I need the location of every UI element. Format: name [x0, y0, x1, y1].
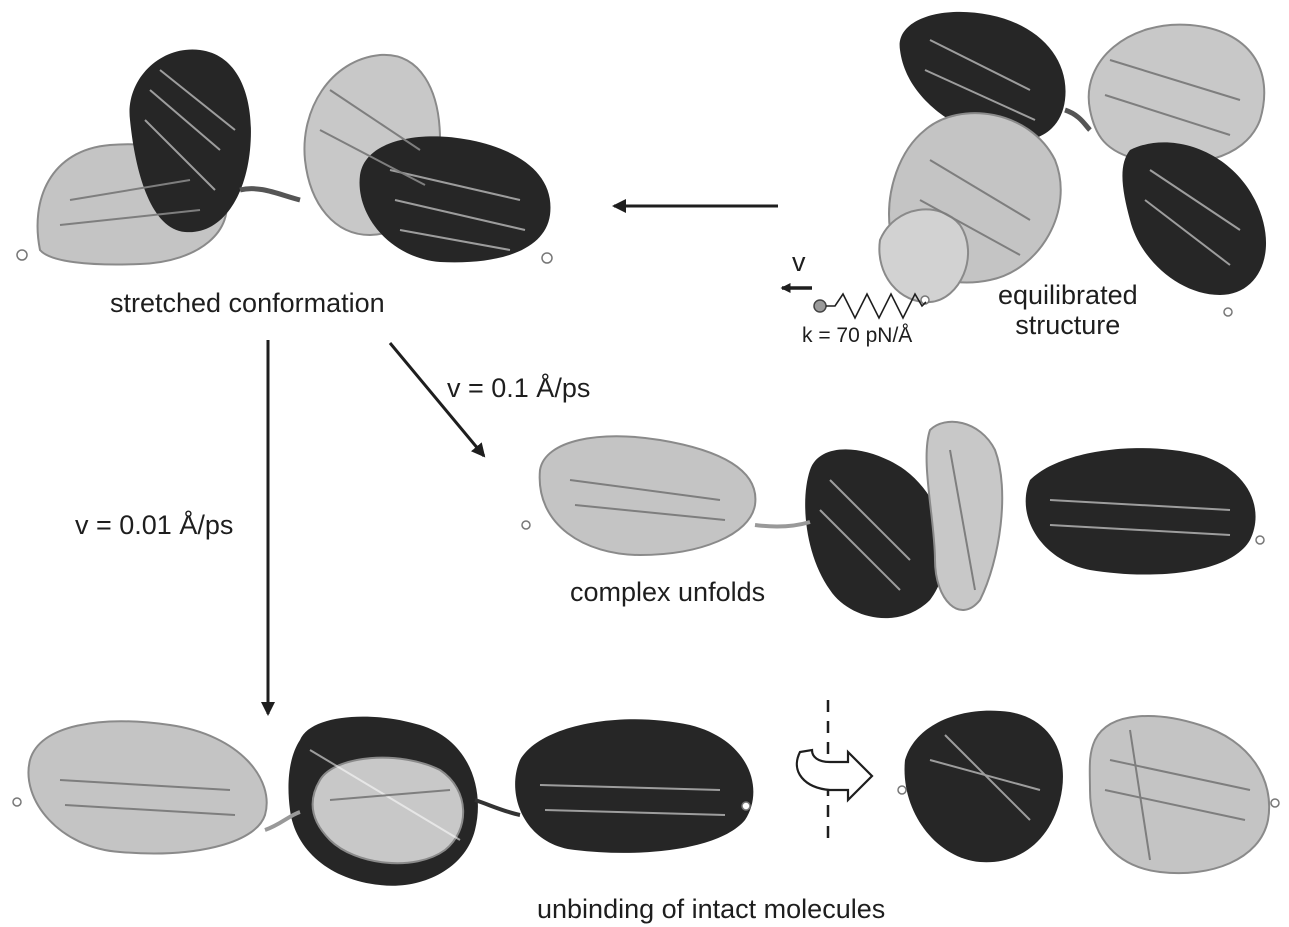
equilibrated-structure-label: equilibrated structure: [998, 280, 1138, 340]
rotated-dark-molecule: [898, 711, 1063, 863]
velocity-symbol-label: v: [792, 247, 806, 277]
equilibrated-structure: [879, 12, 1266, 316]
equilibrated-label-line1: equilibrated: [998, 280, 1138, 310]
unbinding-label: unbinding of intact molecules: [537, 894, 885, 924]
equilibrated-label-line2: structure: [998, 310, 1138, 340]
complex-unfolds-label: complex unfolds: [570, 577, 765, 607]
rotated-light-molecule: [1090, 716, 1279, 873]
stretched-conformation-label: stretched conformation: [110, 288, 385, 318]
stretched-structure: [17, 50, 552, 265]
spring-constant-label: k = 70 pN/Å: [802, 324, 912, 348]
fast-velocity-label: v = 0.1 Å/ps: [447, 373, 590, 403]
slow-velocity-label: v = 0.01 Å/ps: [75, 510, 233, 540]
unbound-molecules-structure: [13, 717, 753, 886]
rotation-arrow-icon: [797, 750, 872, 800]
